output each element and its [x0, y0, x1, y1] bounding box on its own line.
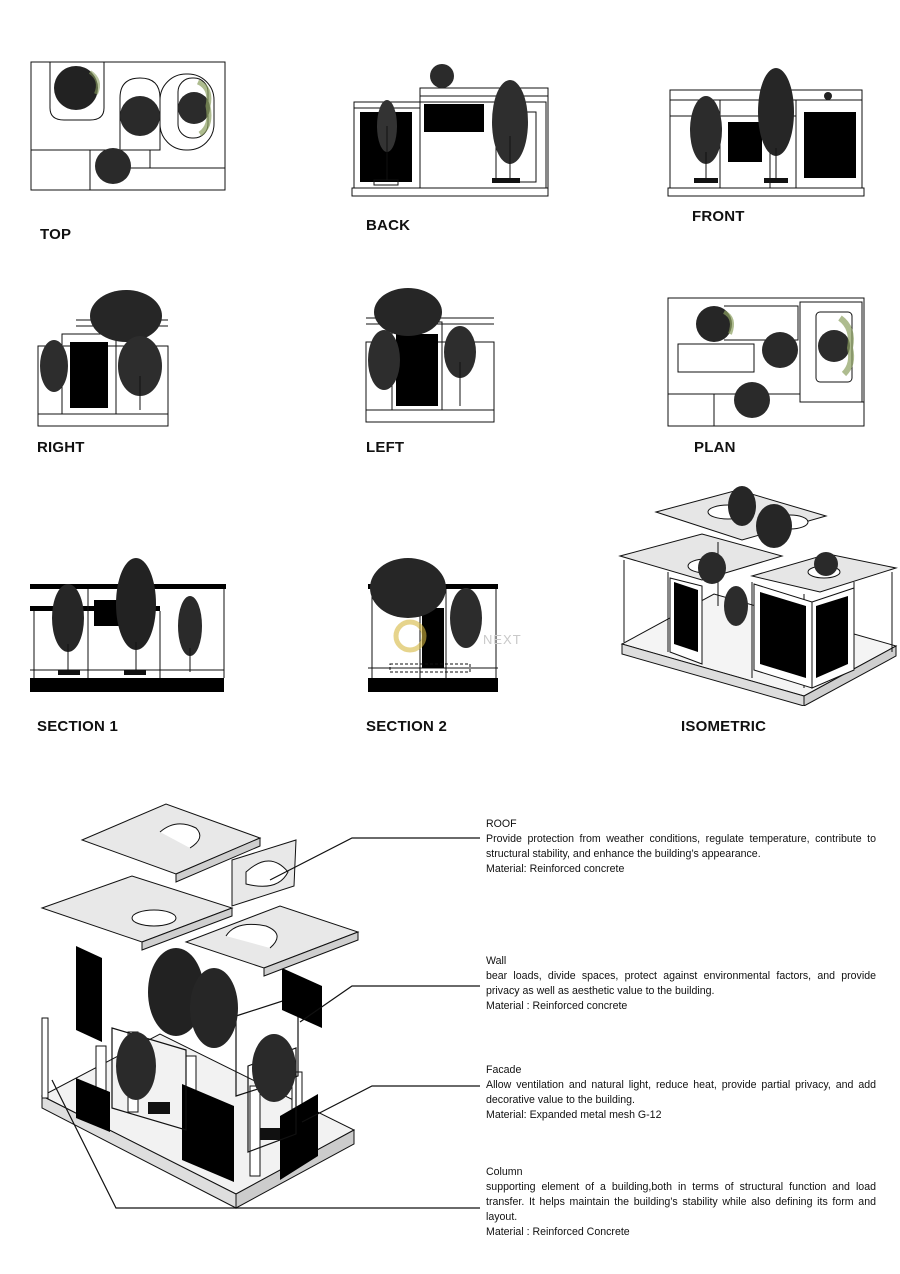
component-title: Column [486, 1166, 523, 1178]
label-left: LEFT [366, 439, 405, 456]
component-wall: Wall bear loads, divide spaces, protect … [486, 954, 876, 1014]
top-view-drawing [30, 60, 226, 192]
component-material: Material: Reinforced concrete [486, 863, 625, 875]
watermark-text: NEXT [483, 632, 522, 647]
label-isometric: ISOMETRIC [681, 718, 767, 735]
left-view-drawing [364, 282, 498, 426]
right-view-drawing [36, 286, 170, 430]
component-material: Material : Reinforced concrete [486, 1000, 628, 1012]
label-top: TOP [40, 226, 72, 243]
component-material: Material : Reinforced Concrete [486, 1226, 630, 1238]
exploded-axonometric-drawing [36, 796, 366, 1216]
component-body: Allow ventilation and natural light, red… [486, 1079, 876, 1106]
section-1-drawing [28, 548, 228, 694]
component-body: bear loads, divide spaces, protect again… [486, 970, 876, 997]
label-right: RIGHT [37, 439, 85, 456]
component-body: Provide protection from weather conditio… [486, 833, 876, 860]
component-material: Material: Expanded metal mesh G-12 [486, 1109, 662, 1121]
component-title: ROOF [486, 818, 517, 830]
component-body: supporting element of a building,both in… [486, 1181, 876, 1223]
label-back: BACK [366, 217, 411, 234]
front-view-drawing [666, 56, 866, 198]
label-section-2: SECTION 2 [366, 718, 447, 735]
back-view-drawing [350, 56, 550, 198]
plan-view-drawing [664, 294, 868, 430]
label-plan: PLAN [694, 439, 736, 456]
component-column: Column supporting element of a building,… [486, 1165, 876, 1240]
isometric-view-drawing [618, 482, 900, 706]
component-title: Facade [486, 1064, 522, 1076]
label-section-1: SECTION 1 [37, 718, 118, 735]
component-title: Wall [486, 955, 507, 967]
label-front: FRONT [692, 208, 745, 225]
component-roof: ROOF Provide protection from weather con… [486, 817, 876, 877]
component-facade: Facade Allow ventilation and natural lig… [486, 1063, 876, 1123]
section-2-drawing [366, 548, 500, 694]
